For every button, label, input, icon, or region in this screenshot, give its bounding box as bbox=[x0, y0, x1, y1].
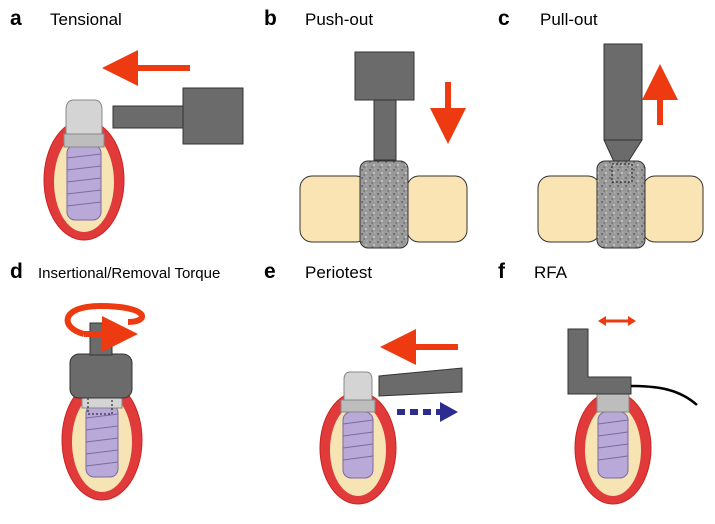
panel-c: c Pull-out bbox=[498, 7, 704, 249]
bone-right-b bbox=[406, 175, 468, 243]
specimen-c bbox=[596, 160, 646, 249]
panel-a-title: Tensional bbox=[50, 10, 122, 29]
push-rod bbox=[373, 99, 397, 161]
panel-f: f RFA bbox=[498, 260, 698, 505]
push-head bbox=[354, 51, 415, 101]
arrow-double-left-head bbox=[598, 316, 606, 326]
panel-b: b Push-out bbox=[264, 7, 468, 249]
thread-outline-c bbox=[611, 163, 633, 183]
panel-d-title: Insertional/Removal Torque bbox=[38, 265, 220, 282]
bone-left-b bbox=[299, 175, 369, 243]
panel-e-title: Periotest bbox=[305, 263, 372, 282]
rfa-cable bbox=[630, 384, 698, 406]
periotest-rod bbox=[378, 367, 463, 397]
pull-grip bbox=[603, 43, 643, 163]
specimen-b bbox=[359, 160, 409, 249]
tensile-grip bbox=[112, 87, 244, 145]
panel-a: a Tensional bbox=[10, 7, 244, 241]
panel-d: d Insertional/Removal Torque bbox=[10, 260, 220, 501]
abutment-a bbox=[63, 99, 105, 148]
arrow-dashed-head-e bbox=[440, 402, 458, 422]
panel-e: e Periotest bbox=[264, 260, 463, 505]
abutment-f bbox=[596, 391, 630, 413]
abutment-e bbox=[340, 371, 376, 413]
bone-right-c bbox=[642, 175, 704, 243]
panel-d-letter: d bbox=[10, 260, 23, 283]
implant-f bbox=[597, 411, 629, 479]
arrow-double-right-head bbox=[628, 316, 636, 326]
panel-e-letter: e bbox=[264, 260, 276, 283]
panel-c-letter: c bbox=[498, 7, 510, 30]
implant-a bbox=[66, 144, 102, 221]
rotation-arrow-back bbox=[64, 302, 146, 337]
implant-e bbox=[342, 411, 374, 479]
torque-shaft bbox=[89, 322, 113, 356]
panel-c-title: Pull-out bbox=[540, 10, 598, 29]
rfa-transducer bbox=[567, 328, 632, 395]
panel-f-letter: f bbox=[498, 260, 506, 283]
panel-a-letter: a bbox=[10, 7, 22, 30]
torque-driver bbox=[69, 353, 133, 399]
implant-d bbox=[85, 404, 119, 478]
panel-b-title: Push-out bbox=[305, 10, 373, 29]
panel-b-letter: b bbox=[264, 7, 277, 30]
panel-f-title: RFA bbox=[534, 263, 568, 282]
bone-left-c bbox=[537, 175, 601, 243]
